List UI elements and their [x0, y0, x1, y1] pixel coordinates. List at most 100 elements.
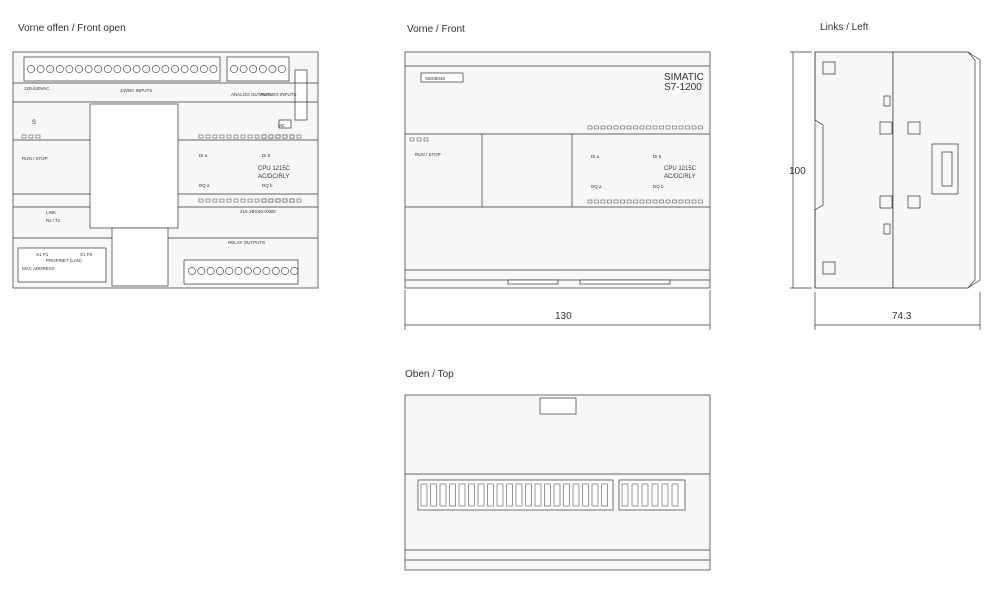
- fo-label-inputs: 24VDC INPUTS: [120, 88, 152, 93]
- front-brand: SIEMENS: [425, 76, 445, 81]
- terminal-screw: [36, 65, 45, 73]
- fo-label-order: 215-1BG40-0XB0: [240, 209, 276, 214]
- status-led: [226, 134, 232, 139]
- terminal-screw: [225, 267, 234, 275]
- status-led: [626, 125, 632, 130]
- status-led: [607, 125, 612, 130]
- status-led: [247, 198, 253, 203]
- status-led: [289, 198, 295, 203]
- fo-label-x1p1: X1 P1: [36, 252, 49, 257]
- status-led: [587, 125, 593, 130]
- terminal-screw: [268, 65, 277, 73]
- status-led: [261, 134, 267, 139]
- svg-text:S: S: [32, 120, 36, 126]
- left-view: [790, 51, 981, 330]
- status-led: [261, 198, 267, 203]
- top-latch: [539, 397, 577, 415]
- fo-label-variant: AC/DC/RLY: [258, 174, 290, 180]
- left-latch: [931, 143, 959, 195]
- status-led: [665, 125, 671, 130]
- status-led: [233, 134, 239, 139]
- terminal-slot: [515, 483, 523, 507]
- fo-label-link: LINK: [46, 210, 56, 215]
- front-label-dia: DI a: [591, 154, 600, 159]
- terminal-screw: [206, 267, 215, 275]
- terminal-screw: [103, 65, 112, 73]
- terminal-screw: [271, 267, 280, 275]
- fo-label-x1p2: X1 P2: [80, 252, 93, 257]
- status-led: [254, 198, 260, 203]
- status-led: [409, 137, 415, 142]
- terminal-screw: [123, 65, 131, 73]
- terminal-slot: [641, 483, 649, 507]
- terminal-screw: [215, 267, 224, 275]
- front-view: SIEMENS SIMATIC S7-1200 RUN / STOP DI a …: [404, 51, 711, 330]
- top-view: [404, 394, 711, 571]
- terminal-screw: [94, 65, 103, 73]
- terminal-screw: [230, 65, 238, 73]
- terminal-slot: [591, 483, 599, 507]
- terminal-slot: [621, 483, 629, 507]
- terminal-screw: [55, 65, 64, 73]
- status-led: [268, 134, 274, 139]
- terminal-screw: [243, 267, 252, 275]
- dimension-width: 130: [555, 311, 572, 322]
- status-led: [233, 198, 239, 203]
- status-led: [646, 199, 651, 204]
- terminal-screw: [278, 65, 286, 73]
- front-open-view: 120-240VAC 24VDC INPUTS ANALOG OUTPUTS A…: [12, 51, 319, 289]
- status-led: [698, 125, 703, 130]
- view-title-top: Oben / Top: [405, 369, 454, 380]
- fo-label-analog-out: ANALOG OUTPUTS: [231, 92, 273, 97]
- terminal-slot: [439, 483, 447, 507]
- ethernet-port: [111, 227, 169, 287]
- terminal-slot: [487, 483, 494, 507]
- status-led: [620, 199, 625, 204]
- terminal-screw: [290, 267, 299, 275]
- front-product-line: SIMATIC: [664, 72, 704, 83]
- terminal-screw: [132, 65, 141, 73]
- fo-label-rxtx: Rx / Tx: [46, 218, 61, 223]
- front-label-dib: DI b: [653, 154, 662, 159]
- terminal-slot: [420, 483, 428, 507]
- terminal-screw: [197, 267, 206, 275]
- status-led: [289, 134, 295, 139]
- terminal-screw: [258, 65, 267, 73]
- terminal-slot: [525, 483, 532, 507]
- status-led: [613, 125, 619, 130]
- status-led: [659, 199, 664, 204]
- terminal-screw: [234, 267, 243, 275]
- status-led: [226, 198, 232, 203]
- fo-label-run: RUN / STOP: [22, 156, 48, 161]
- status-led: [600, 125, 606, 130]
- status-led: [247, 134, 253, 139]
- terminal-slot: [563, 483, 570, 507]
- terminal-slot: [544, 483, 551, 507]
- terminal-screw: [75, 65, 83, 73]
- terminal-screw: [281, 267, 289, 275]
- status-led: [219, 198, 225, 203]
- terminal-screw: [161, 65, 170, 73]
- view-title-front: Vorne / Front: [407, 24, 465, 35]
- terminal-screw: [262, 267, 271, 275]
- status-led: [685, 199, 690, 204]
- status-led: [28, 134, 34, 139]
- status-led: [678, 125, 684, 130]
- status-led: [275, 198, 281, 203]
- status-led: [626, 199, 632, 204]
- fo-label-supply: 120-240VAC: [24, 86, 50, 91]
- status-led: [659, 125, 664, 130]
- status-led: [698, 199, 703, 204]
- status-led: [205, 134, 211, 139]
- memory-card-cover: [89, 103, 179, 229]
- fo-label-mac: MAC ADDRESS: [22, 266, 55, 271]
- fo-label-dqa: DQ a: [199, 183, 210, 188]
- status-led: [665, 199, 671, 204]
- terminal-screw: [209, 65, 218, 73]
- terminal-screw: [180, 65, 189, 73]
- status-led: [198, 198, 204, 203]
- front-label-cpu: CPU 1215C: [664, 166, 697, 172]
- front-housing: [404, 51, 711, 289]
- terminal-screw: [46, 65, 55, 73]
- terminal-slot: [671, 483, 679, 507]
